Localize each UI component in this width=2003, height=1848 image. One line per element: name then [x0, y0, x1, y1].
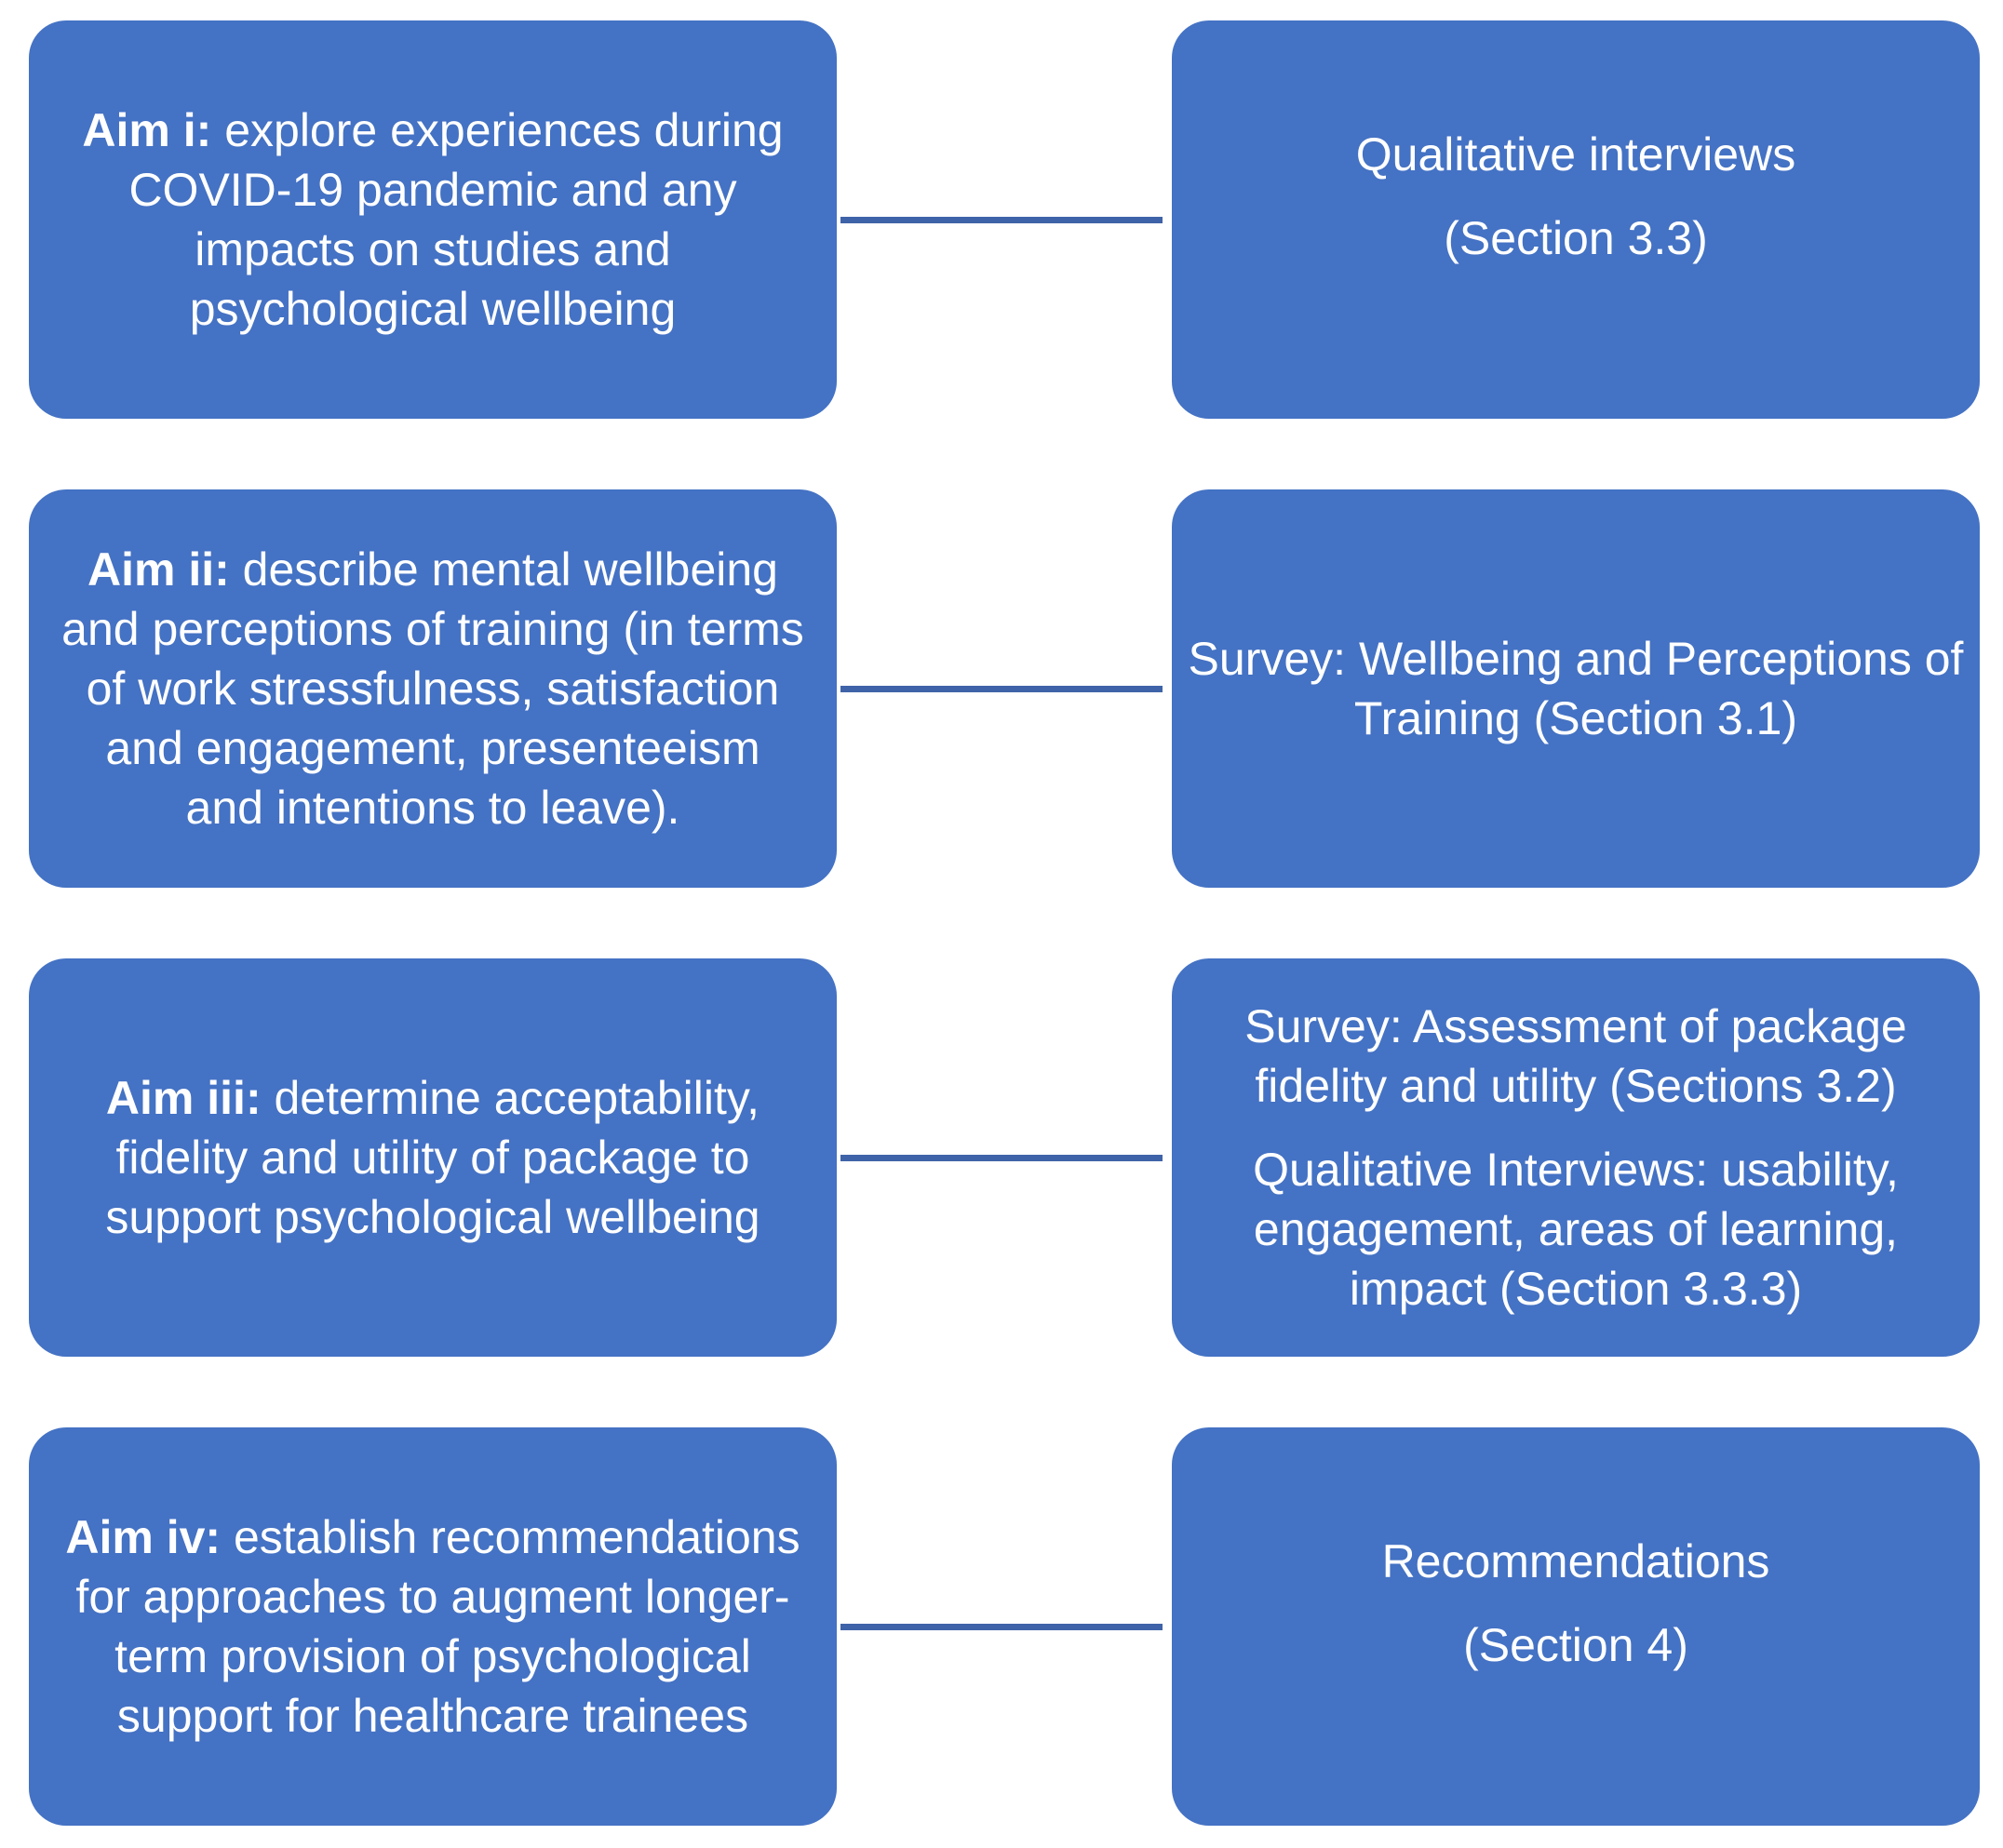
method-box-3: Survey: Assessment of package fidelity a… — [1172, 958, 1980, 1357]
method-4-section: (Section 4) — [1463, 1619, 1688, 1671]
aim-iv-box: Aim iv: establish recommendations for ap… — [29, 1427, 837, 1826]
method-box-1: Qualitative interviews (Section 3.3) — [1172, 20, 1980, 419]
method-4-title: Recommendations — [1381, 1535, 1770, 1587]
aim-ii-description: describe mental wellbeing and perception… — [61, 543, 804, 834]
aim-iv-label: Aim iv: — [65, 1511, 222, 1563]
method-3-survey: Survey: Assessment of package fidelity a… — [1244, 1000, 1907, 1112]
aim-iv-text: Aim iv: establish recommendations for ap… — [37, 1507, 828, 1746]
aim-iv-description: establish recommendations for approaches… — [75, 1511, 800, 1742]
aim-ii-text: Aim ii: describe mental wellbeing and pe… — [60, 540, 805, 837]
aim-i-box: Aim i: explore experiences during COVID-… — [29, 20, 837, 419]
method-3-interviews: Qualitative Interviews: usability, engag… — [1253, 1144, 1899, 1315]
method-1-title: Qualitative interviews — [1355, 128, 1796, 181]
method-box-2: Survey: Wellbeing and Perceptions of Tra… — [1172, 489, 1980, 888]
aim-iii-box: Aim iii: determine acceptability, fideli… — [29, 958, 837, 1357]
method-1-section: (Section 3.3) — [1444, 212, 1708, 264]
aim-i-description: explore experiences during COVID-19 pand… — [128, 104, 784, 335]
aim-iii-text: Aim iii: determine acceptability, fideli… — [60, 1068, 805, 1247]
connector-line-2 — [840, 686, 1163, 692]
method-box-4: Recommendations (Section 4) — [1172, 1427, 1980, 1826]
aim-i-label: Aim i: — [82, 104, 212, 156]
aim-ii-box: Aim ii: describe mental wellbeing and pe… — [29, 489, 837, 888]
connector-line-1 — [840, 217, 1163, 223]
aim-i-text: Aim i: explore experiences during COVID-… — [60, 100, 805, 339]
aim-ii-label: Aim ii: — [87, 543, 230, 596]
connector-line-4 — [840, 1624, 1163, 1630]
method-2-text: Survey: Wellbeing and Perceptions of Tra… — [1188, 633, 1964, 744]
aim-iii-description: determine acceptability, fidelity and ut… — [105, 1072, 760, 1243]
connector-line-3 — [840, 1155, 1163, 1161]
aim-iii-label: Aim iii: — [105, 1072, 262, 1124]
